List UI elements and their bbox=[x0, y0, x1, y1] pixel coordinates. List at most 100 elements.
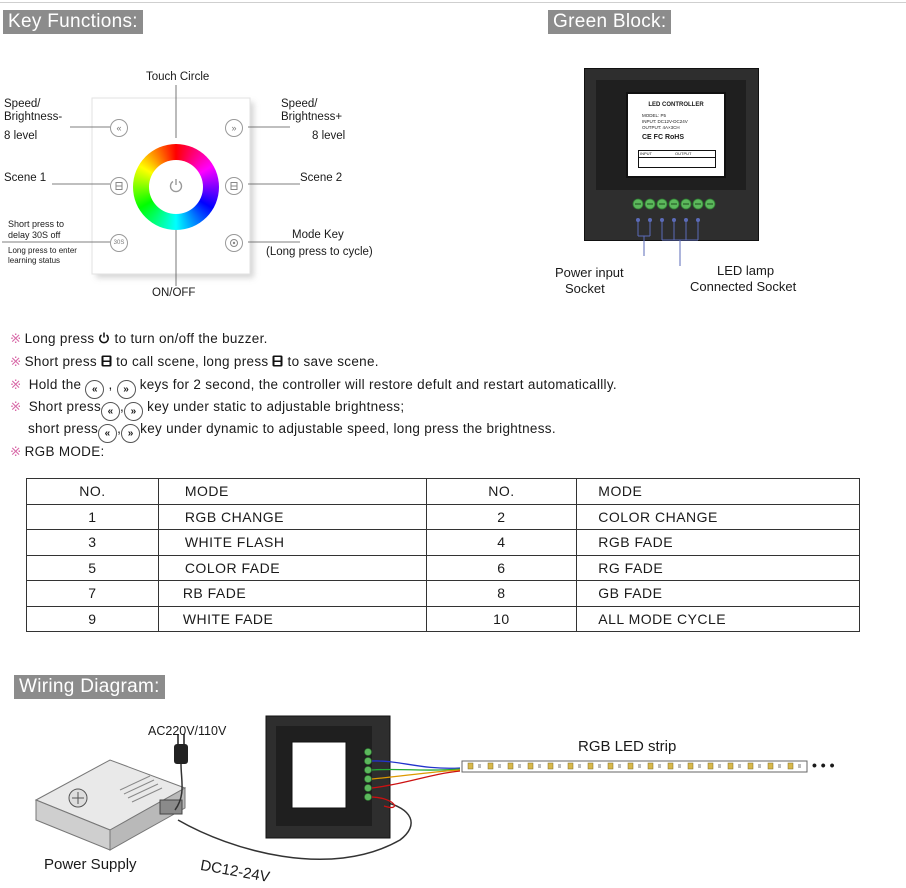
socket-leaders bbox=[636, 218, 700, 266]
table-cell: RG FADE bbox=[576, 554, 860, 581]
note-mark: ※ bbox=[10, 354, 22, 369]
table-cell: 6 bbox=[425, 554, 578, 581]
right-arrow-icon: » bbox=[116, 380, 136, 399]
label-power-input-2: Socket bbox=[565, 281, 605, 296]
table-header: NO. bbox=[26, 478, 159, 505]
table-cell: 8 bbox=[425, 580, 578, 607]
label-speed-minus-3: 8 level bbox=[4, 130, 38, 142]
table-cell: 9 bbox=[26, 605, 159, 632]
note-1: ※Long press to turn on/off the buzzer. bbox=[10, 331, 268, 347]
table-header-row: NO. MODE NO. MODE bbox=[26, 478, 860, 505]
table-cell: 3 bbox=[26, 529, 159, 556]
table-cell: 5 bbox=[26, 554, 159, 581]
table-cell: 1 bbox=[26, 503, 159, 530]
label-ac-input: AC220V/110V bbox=[148, 724, 227, 738]
note-2: ※Short press to call scene, long press t… bbox=[10, 354, 379, 370]
label-speed-minus-1: Speed/ bbox=[4, 98, 41, 110]
wiring-diagram bbox=[34, 715, 808, 860]
table-cell: WHITE FLASH bbox=[157, 529, 427, 556]
table-cell: RGB CHANGE bbox=[157, 503, 427, 530]
label-scene2: Scene 2 bbox=[300, 172, 343, 184]
wheel-center bbox=[149, 160, 203, 214]
label-speed-plus-3: 8 level bbox=[312, 130, 346, 142]
table-row: 9 WHITE FADE 10 ALL MODE CYCLE bbox=[26, 605, 860, 632]
note-mark: ※ bbox=[10, 331, 22, 346]
scene-icon bbox=[272, 355, 283, 367]
label-delay-1: Short press to bbox=[8, 219, 65, 229]
note-4-sep: , bbox=[120, 399, 125, 414]
label-led-socket-2: Connected Socket bbox=[690, 279, 797, 294]
label-power-input-1: Power input bbox=[555, 265, 624, 280]
strip-continuation-dots: • • • bbox=[812, 757, 835, 773]
note-3-sep: , bbox=[108, 377, 113, 392]
speed-up-key[interactable]: » bbox=[225, 119, 243, 137]
label-led-strip: RGB LED strip bbox=[578, 738, 677, 755]
note-4-a: Short press bbox=[28, 399, 102, 414]
ac-plug bbox=[174, 734, 188, 811]
label-touch-circle: Touch Circle bbox=[146, 71, 210, 83]
power-supply-unit bbox=[34, 759, 187, 851]
mode-key[interactable] bbox=[225, 234, 243, 252]
delay-30s-key[interactable]: 30S bbox=[110, 234, 128, 252]
power-icon bbox=[99, 332, 110, 344]
controller-output: OUTPUT: 4A×3CH bbox=[642, 125, 680, 130]
label-mode-key-1: Mode Key bbox=[292, 229, 344, 241]
label-on-off: ON/OFF bbox=[152, 287, 196, 299]
scene1-key[interactable] bbox=[110, 177, 128, 195]
label-led-socket-1: LED lamp bbox=[717, 263, 775, 278]
table-cell: 2 bbox=[425, 503, 578, 530]
table-header: MODE bbox=[157, 478, 427, 505]
table-cell: COLOR FADE bbox=[157, 554, 427, 581]
table-cell: RGB FADE bbox=[576, 529, 860, 556]
table-cell: RB FADE bbox=[157, 580, 427, 607]
controller-title: LED CONTROLLER bbox=[648, 102, 704, 108]
scene-icon bbox=[101, 355, 112, 367]
power-icon[interactable] bbox=[168, 178, 184, 194]
note-mark: ※ bbox=[10, 377, 22, 392]
label-speed-plus-1: Speed/ bbox=[281, 98, 318, 110]
scene2-key[interactable] bbox=[225, 177, 243, 195]
note-6-text: RGB MODE: bbox=[24, 444, 105, 459]
top-rule bbox=[0, 2, 906, 3]
table-row: 3 WHITE FLASH 4 RGB FADE bbox=[26, 529, 860, 556]
note-2-a: Short press bbox=[24, 354, 97, 369]
note-4: ※ Short press«,» key under static to adj… bbox=[10, 399, 404, 421]
note-3: ※ Hold the « , » keys for 2 second, the … bbox=[10, 377, 617, 399]
led-strip bbox=[461, 760, 808, 773]
table-header: MODE bbox=[576, 478, 860, 505]
label-power-supply: Power Supply bbox=[44, 856, 137, 873]
wiring-controller bbox=[265, 715, 391, 839]
label-speed-minus-2: Brightness- bbox=[4, 111, 63, 123]
note-1-a: Long press bbox=[24, 331, 95, 346]
controller-label: LED CONTROLLER MODEL: P5 INPUT: DC12V-DC… bbox=[626, 92, 726, 178]
note-3-a: Hold the bbox=[28, 377, 82, 392]
left-arrow-icon: « bbox=[85, 380, 105, 399]
output-header: OUTPUT bbox=[675, 151, 692, 156]
note-3-b: keys for 2 second, the controller will r… bbox=[139, 377, 617, 392]
right-arrow-icon: » bbox=[121, 424, 141, 443]
table-cell: 7 bbox=[26, 580, 159, 607]
note-5-sep: , bbox=[117, 421, 122, 436]
table-header: NO. bbox=[425, 478, 578, 505]
controller-model: MODEL: P5 bbox=[642, 113, 667, 118]
label-scene1: Scene 1 bbox=[4, 172, 47, 184]
note-2-b: to call scene, long press bbox=[116, 354, 269, 369]
table-row: 1 RGB CHANGE 2 COLOR CHANGE bbox=[26, 503, 860, 530]
note-5: short press«,»key under dynamic to adjus… bbox=[28, 421, 556, 443]
input-header: INPUT bbox=[640, 151, 652, 156]
note-4-b: key under static to adjustable brightnes… bbox=[147, 399, 405, 414]
note-mark: ※ bbox=[10, 444, 22, 459]
table-row: 5 COLOR FADE 6 RG FADE bbox=[26, 554, 860, 581]
right-arrow-icon: » bbox=[124, 402, 144, 421]
table-cell: 10 bbox=[425, 605, 578, 632]
rgb-mode-table: NO. MODE NO. MODE 1 RGB CHANGE 2 COLOR C… bbox=[26, 478, 860, 632]
label-mode-key-2: (Long press to cycle) bbox=[266, 246, 373, 258]
table-cell: 4 bbox=[425, 529, 578, 556]
left-arrow-icon: « bbox=[98, 424, 118, 443]
terminal-table: INPUT OUTPUT bbox=[638, 150, 716, 168]
note-6: ※RGB MODE: bbox=[10, 444, 105, 460]
label-learn-2: learning status bbox=[8, 256, 61, 265]
label-speed-plus-2: Brightness+ bbox=[281, 111, 343, 123]
section-title-green-block: Green Block: bbox=[548, 10, 672, 34]
speed-down-key[interactable]: « bbox=[110, 119, 128, 137]
